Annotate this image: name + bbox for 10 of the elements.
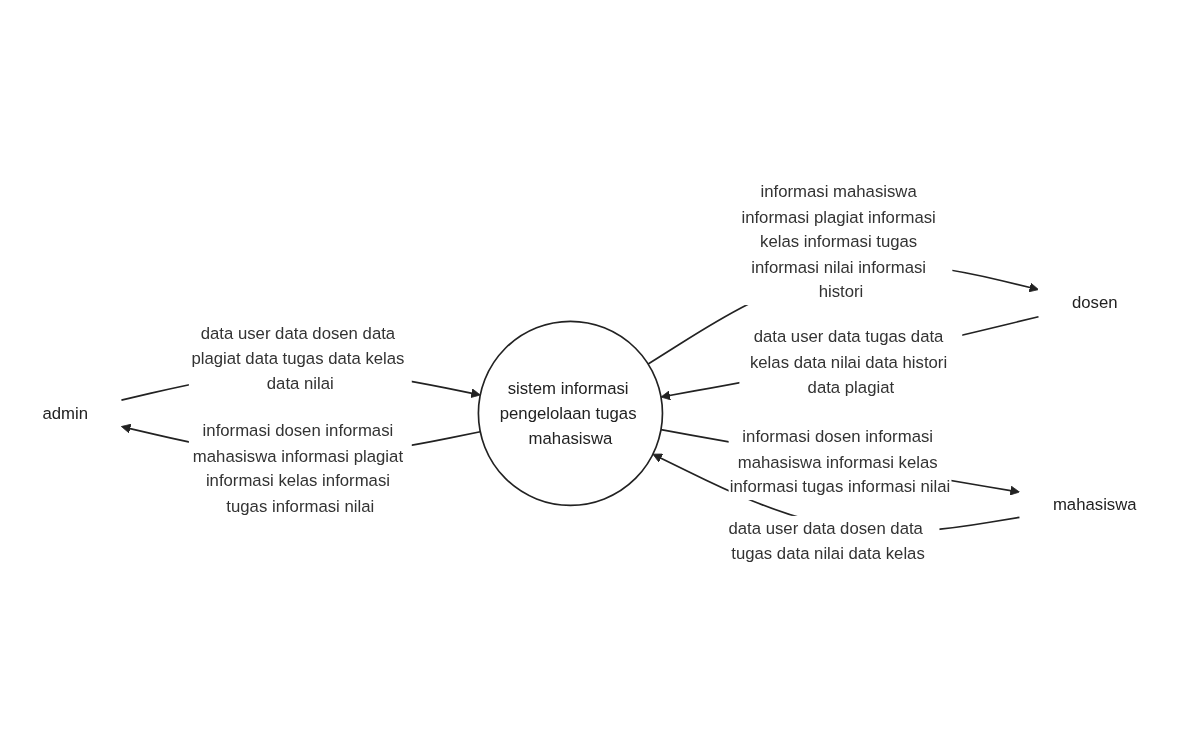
edge-label: informasi dosen informasi mahasiswa informasi plagiat informasi kelas informasi tugas informasi nilai [192, 420, 404, 515]
edge-label: informasi dosen informasi mahasiswa informasi kelas informasi tugas informasi nilai [729, 426, 951, 496]
node-circle: sistem informasi pengelolaan tugas mahasiswa [477, 320, 664, 507]
node-text: mahasiswa [1052, 494, 1137, 514]
edge-label: informasi mahasiswa informasi plagiat informasi kelas informasi tugas informasi nilai informasi histori [741, 181, 936, 301]
edge-label: data user data dosen data tugas data nilai data kelas [728, 517, 925, 563]
edge-label: data user data dosen data plagiat data tugas data kelas data nilai [191, 322, 405, 393]
edge-label: data user data tugas data kelas data nilai data histori data plagiat [749, 326, 948, 396]
node-text: dosen [1071, 292, 1118, 312]
node-text: admin [42, 403, 88, 422]
